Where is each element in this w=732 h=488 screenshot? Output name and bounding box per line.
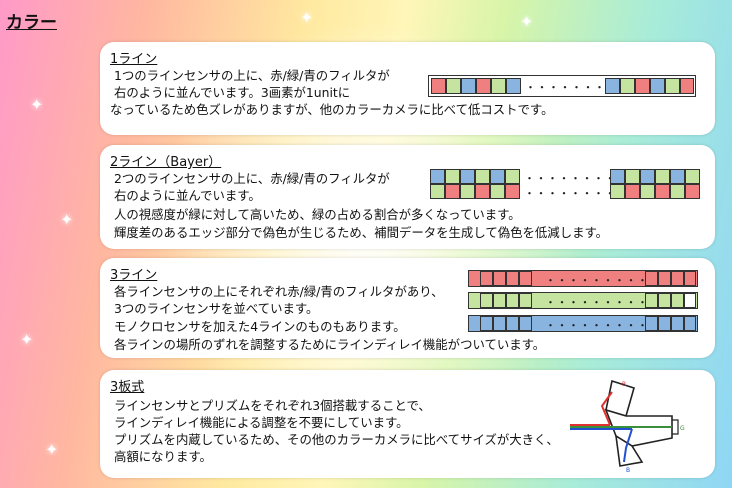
section-3chip-prism: 3板式 ラインセンサとプリズムをそれぞれ3個搭載することで、 ラインディレイ機能… [100,370,715,478]
section-text: プリズムを内蔵しているため、その他のカラーカメラに比べてサイズが大きく、 [114,432,559,447]
section-text: 2つのラインセンサの上に、赤/緑/青のフィルタが [114,171,390,186]
section-text: なっているため色ズレがありますが、他のカラーカメラに比べて低コストです。 [110,102,554,117]
ellipsis: ・・・・・・・・・ [525,81,629,94]
sparkle-icon: ✦ [45,440,59,459]
section-text: ラインディレイ機能による調整を不要にしています。 [114,415,409,430]
sparkle-icon: ✦ [520,12,534,31]
section-1line: 1ライン 1つのラインセンサの上に、赤/緑/青のフィルタが 右のように並んでいま… [100,42,715,135]
blue-ray-reflected [623,428,633,463]
ellipsis: ・・・・・・・・・ [545,296,649,309]
ellipsis: ・・・・・・・・・ [545,274,649,287]
section-text: 各ラインの場所のずれを調整するためにラインディレイ機能がついています。 [114,337,546,352]
section-text: ラインセンサとプリズムをそれぞれ3個搭載することで、 [114,398,431,413]
section-text: 高額になります。 [114,449,212,464]
section-text: 右のように並んでいます。 [114,188,261,203]
sparkle-icon: ✦ [30,95,44,114]
label-g: G [680,425,685,432]
page-title: カラー [6,13,57,33]
section-text: モノクロセンサを加えた4ラインのものもあります。 [114,319,406,334]
section-text: 人の視感度が緑に対して高いため、緑の占める割合が多くなっています。 [114,207,521,222]
label-r: R [622,381,626,388]
label-b: B [626,467,630,474]
sparkle-icon: ✦ [60,210,74,229]
section-heading: 3板式 [110,380,145,395]
filter-diagram-bayer: ・・・・・・・・・ ・・・・・・・・・ [430,169,700,205]
ellipsis: ・・・・・・・・・ [524,172,628,185]
sparkle-icon: ✦ [20,330,34,349]
section-text: 1つのラインセンサの上に、赤/緑/青のフィルタが [114,68,390,83]
ellipsis: ・・・・・・・・・ [545,319,649,332]
green-sensor [672,419,679,435]
section-heading: 2ライン（Bayer） [110,155,222,170]
sparkle-icon: ✦ [300,8,314,27]
section-text: 3つのラインセンサを並べています。 [114,301,319,316]
section-text: 各ラインセンサの上にそれぞれ赤/緑/青のフィルタがあり、 [114,284,444,299]
ellipsis: ・・・・・・・・・ [524,187,628,200]
section-text: 右のように並んでいます。3画素が1unitに [114,85,351,100]
section-text: 輝度差のあるエッジ部分で偽色が生じるため、補間データを生成して偽色を低減します。 [114,225,609,240]
filter-diagram-1line: ・・・・・・・・・ [428,75,696,97]
section-2line-bayer: 2ライン（Bayer） 2つのラインセンサの上に、赤/緑/青のフィルタが 右のよ… [100,145,715,249]
red-ray-reflected [600,391,613,426]
section-heading: 3ライン [110,268,158,283]
section-heading: 1ライン [110,52,158,67]
section-3line: 3ライン 各ラインセンサの上にそれぞれ赤/緑/青のフィルタがあり、 3つのライン… [100,258,715,358]
prism-diagram: G R B [570,379,685,474]
